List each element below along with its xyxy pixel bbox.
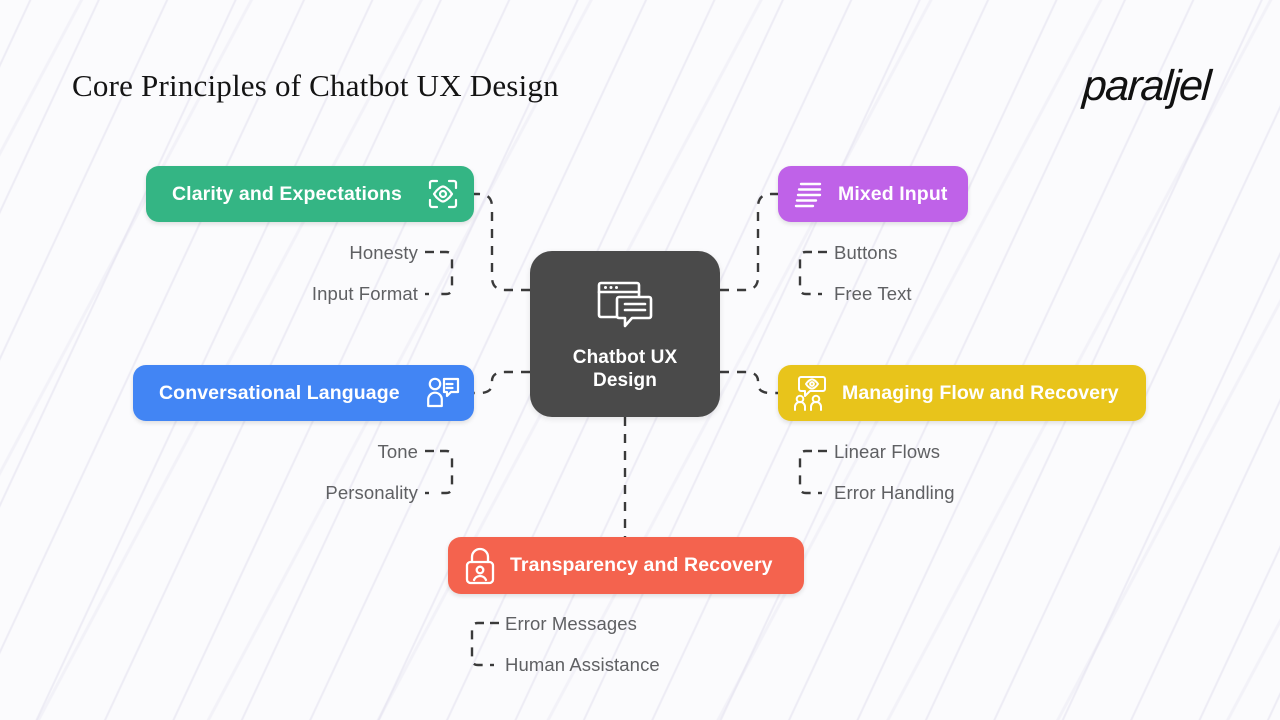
- branch-clarity-label: Clarity and Expectations: [172, 182, 402, 205]
- person-chat-icon: [424, 376, 460, 410]
- branch-managing-flow-and-recovery[interactable]: Managing Flow and Recovery: [778, 365, 1146, 421]
- sub-item-input-format: Input Format: [311, 283, 418, 304]
- sub-item-human-assistance: Human Assistance: [505, 654, 660, 675]
- connector-center-flow: [720, 370, 778, 395]
- branch-conversational-label: Conversational Language: [159, 381, 400, 404]
- connector-flow-subs: [798, 449, 812, 495]
- center-label-line1: Chatbot UX: [572, 346, 678, 368]
- connector-center-clarity: [474, 192, 530, 292]
- connector-mixed-subs: [798, 250, 812, 296]
- lock-person-icon: [462, 547, 498, 585]
- branch-transparency-and-recovery[interactable]: Transparency and Recovery: [448, 537, 804, 594]
- text-lines-icon: [792, 177, 826, 211]
- sub-item-buttons: Buttons: [834, 242, 898, 263]
- browser-chat-icon: [597, 277, 653, 334]
- sub-item-linear-flows: Linear Flows: [834, 441, 941, 462]
- sub-item-tone: Tone: [377, 441, 418, 462]
- branch-mixed-input-label: Mixed Input: [838, 182, 948, 205]
- eye-scan-icon: [426, 177, 460, 211]
- center-node-label: Chatbot UX Design: [573, 346, 677, 392]
- people-eye-bubble-icon: [792, 375, 830, 411]
- sub-item-error-handling: Error Handling: [834, 482, 955, 503]
- connector-center-mixed: [720, 192, 778, 292]
- branch-conversational-language[interactable]: Conversational Language: [133, 365, 474, 421]
- connector-conv-subs: [440, 449, 454, 495]
- connector-center-conversational: [474, 370, 530, 395]
- branch-mixed-input[interactable]: Mixed Input: [778, 166, 968, 222]
- connector-transp-subs: [470, 621, 484, 667]
- sub-item-personality: Personality: [325, 482, 418, 503]
- connector-clarity-subs: [440, 250, 454, 296]
- branch-transparency-label: Transparency and Recovery: [510, 554, 773, 576]
- sub-item-free-text: Free Text: [834, 283, 912, 304]
- sub-item-honesty: Honesty: [349, 242, 418, 263]
- sub-item-error-messages: Error Messages: [505, 613, 637, 634]
- branch-managing-flow-label: Managing Flow and Recovery: [842, 381, 1119, 404]
- center-node-chatbot-ux-design[interactable]: Chatbot UX Design: [530, 251, 720, 417]
- branch-clarity-and-expectations[interactable]: Clarity and Expectations: [146, 166, 474, 222]
- page-title: Core Principles of Chatbot UX Design: [72, 68, 559, 103]
- center-label-line2: Design: [593, 369, 657, 391]
